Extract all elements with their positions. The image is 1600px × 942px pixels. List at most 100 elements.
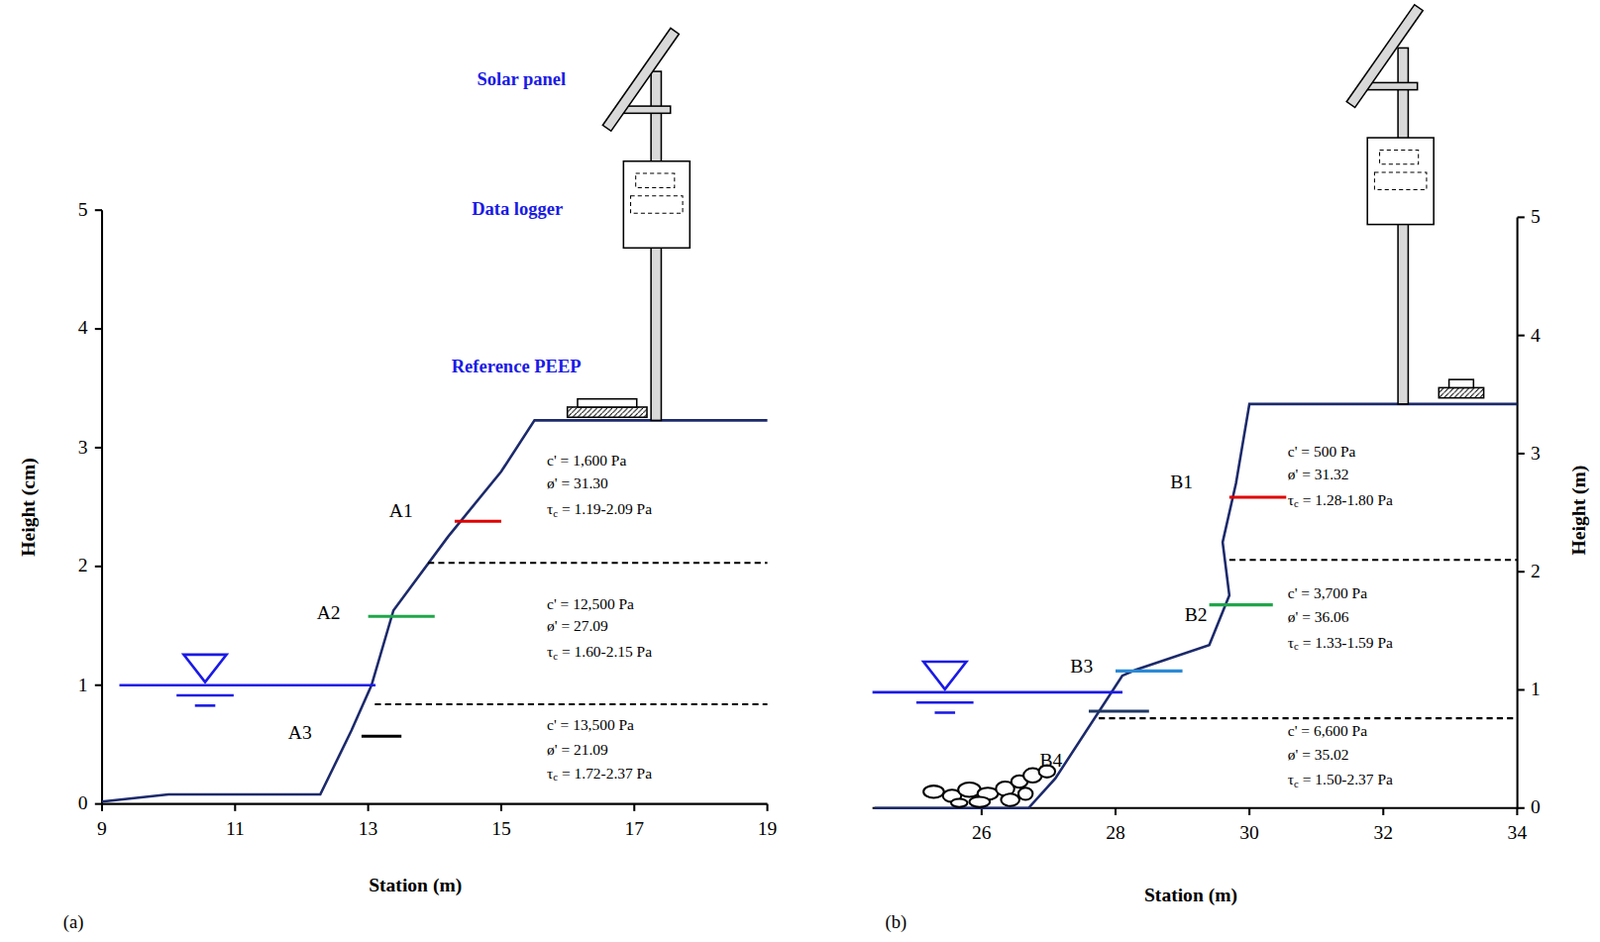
axis-tick [233,804,236,812]
data-logger-box [1367,137,1434,225]
tick-label: 3 [78,436,89,459]
tick-label: 4 [1530,324,1541,347]
tick-label: 26 [971,823,992,846]
soil-property: τc = 1.28-1.80 Pa [1287,491,1393,509]
pin-label: B1 [1170,471,1193,494]
data-logger-box [623,161,690,249]
axis-tick [95,209,103,212]
tick-label: 9 [97,819,107,842]
soil-property: τc = 1.72-2.37 Pa [546,764,652,782]
water-symbol [183,654,226,683]
pin-label: A2 [317,602,341,625]
soil-property: ø' = 21.09 [546,742,609,759]
axis-tick [95,446,103,449]
axis-title: Height (cm) [17,457,40,556]
water-symbol [195,704,216,708]
axis-tick [1517,688,1525,691]
reference-peep [1438,387,1484,398]
axis-tick [1515,808,1518,816]
tick-label: 5 [78,199,89,221]
logger-module [631,196,684,214]
equipment-label: Data logger [471,200,563,220]
axis-tick [1517,807,1525,810]
tick-label: 3 [1530,442,1541,465]
water-symbol [934,711,956,715]
soil-property: c' = 13,500 Pa [546,717,635,735]
tick-label: 13 [358,819,379,842]
pin-a1 [454,520,502,524]
soil-property: ø' = 31.32 [1287,465,1350,483]
tick-label: 30 [1239,823,1260,846]
water-symbol [176,694,234,698]
soil-property: ø' = 31.30 [546,475,609,493]
soil-property: c' = 6,600 Pa [1287,723,1368,741]
axis-title: Height (m) [1569,465,1592,556]
axis-tick [1517,452,1525,455]
logger-module [1374,172,1427,191]
tick-label: 32 [1373,823,1393,846]
layer-boundary [427,561,767,564]
axis-title: Station (m) [1144,885,1238,908]
axis-line [872,216,1518,808]
axis-tick [95,327,103,330]
soil-property: τc = 1.60-2.15 Pa [546,643,652,661]
soil-property: τc = 1.33-1.59 Pa [1287,634,1393,651]
panel-label: (b) [885,913,908,934]
pin-label: B4 [1039,750,1063,773]
logger-module [1380,149,1419,164]
tick-label: 4 [78,318,89,340]
soil-property: c' = 1,600 Pa [546,452,627,470]
pin-b1 [1229,496,1286,500]
axis-tick [766,804,769,812]
tick-label: 5 [1530,207,1541,229]
tick-label: 0 [78,793,89,816]
tick-label: 17 [624,819,644,842]
tick-label: 28 [1105,823,1126,846]
soil-property: τc = 1.19-2.09 Pa [546,500,652,518]
water-line [872,691,1123,695]
water-symbol [916,701,974,705]
riprap-rock [1018,787,1033,800]
axis-tick [1114,808,1117,816]
panel-label: (a) [63,913,85,934]
soil-property: ø' = 35.02 [1287,746,1350,764]
soil-property: τc = 1.50-2.37 Pa [1287,770,1393,788]
axis-tick [95,803,103,806]
bank-profile [102,420,768,802]
equipment-label: Reference PEEP [451,357,582,378]
solar-panel [1346,4,1423,108]
reference-peep [567,407,647,418]
riprap-rock [923,785,945,798]
pin-b2 [1209,603,1274,607]
axis-tick [633,804,636,812]
layer-boundary [1098,717,1518,720]
pin-label: A1 [389,500,414,523]
axis-line [102,210,768,804]
soil-property: c' = 3,700 Pa [1287,585,1368,603]
pin-b4 [1088,709,1150,713]
reference-peep [577,399,638,408]
pin-label: A3 [288,723,313,746]
tick-label: 0 [1530,797,1541,820]
pin-label: B2 [1184,604,1208,627]
tick-label: 15 [491,819,512,842]
water-line [119,683,377,687]
axis-tick [500,804,503,812]
tick-label: 34 [1507,823,1528,846]
tick-label: 19 [757,819,778,842]
axis-tick [95,565,103,568]
reference-peep [1449,379,1475,388]
axis-tick [1382,808,1385,816]
riprap-rock [951,798,967,807]
axis-tick [367,804,370,812]
tick-label: 1 [1530,679,1541,702]
solar-panel [602,27,679,131]
equipment-label: Solar panel [476,69,566,90]
tick-label: 2 [1530,560,1541,583]
mast-pole [1397,47,1408,404]
panel-bracket [1366,82,1418,90]
soil-property: ø' = 27.09 [546,618,609,636]
water-symbol [923,661,966,690]
riprap-rock [969,796,991,807]
axis-tick [95,684,103,687]
